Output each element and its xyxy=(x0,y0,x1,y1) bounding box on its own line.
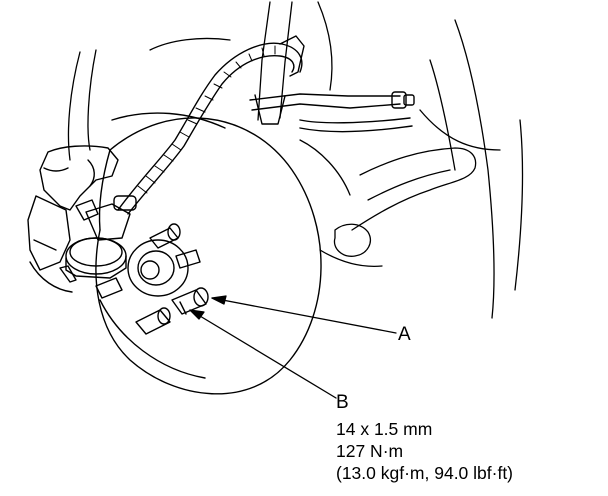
torque-spec-b: 14 x 1.5 mm 127 N·m (13.0 kgf·m, 94.0 lb… xyxy=(336,418,513,484)
leader-line-a xyxy=(211,297,397,334)
arrowhead-a xyxy=(211,295,227,305)
stud-upper-right xyxy=(175,249,201,269)
wheel-studs xyxy=(95,223,209,335)
brake-caliper xyxy=(27,145,119,293)
label-b: B xyxy=(336,392,349,413)
spec-torque-alt: (13.0 kgf·m, 94.0 lbf·ft) xyxy=(336,463,514,483)
arrowhead-b xyxy=(189,309,205,320)
spec-torque-nm: 127 N·m xyxy=(336,441,404,461)
brake-rotor xyxy=(95,112,322,395)
stud-b xyxy=(171,287,209,315)
bleeder-hose xyxy=(117,35,305,215)
locking-pliers xyxy=(249,91,415,133)
spec-thread: 14 x 1.5 mm xyxy=(336,419,433,439)
stud-top xyxy=(149,223,181,249)
leader-lines xyxy=(189,295,397,399)
stud-left xyxy=(95,277,123,299)
pressure-gauge xyxy=(59,195,137,283)
stud-bottom xyxy=(135,307,171,335)
strut-assembly xyxy=(67,1,524,319)
label-a: A xyxy=(398,324,411,345)
leader-line-b xyxy=(189,309,337,399)
wheel-hub xyxy=(127,239,189,297)
